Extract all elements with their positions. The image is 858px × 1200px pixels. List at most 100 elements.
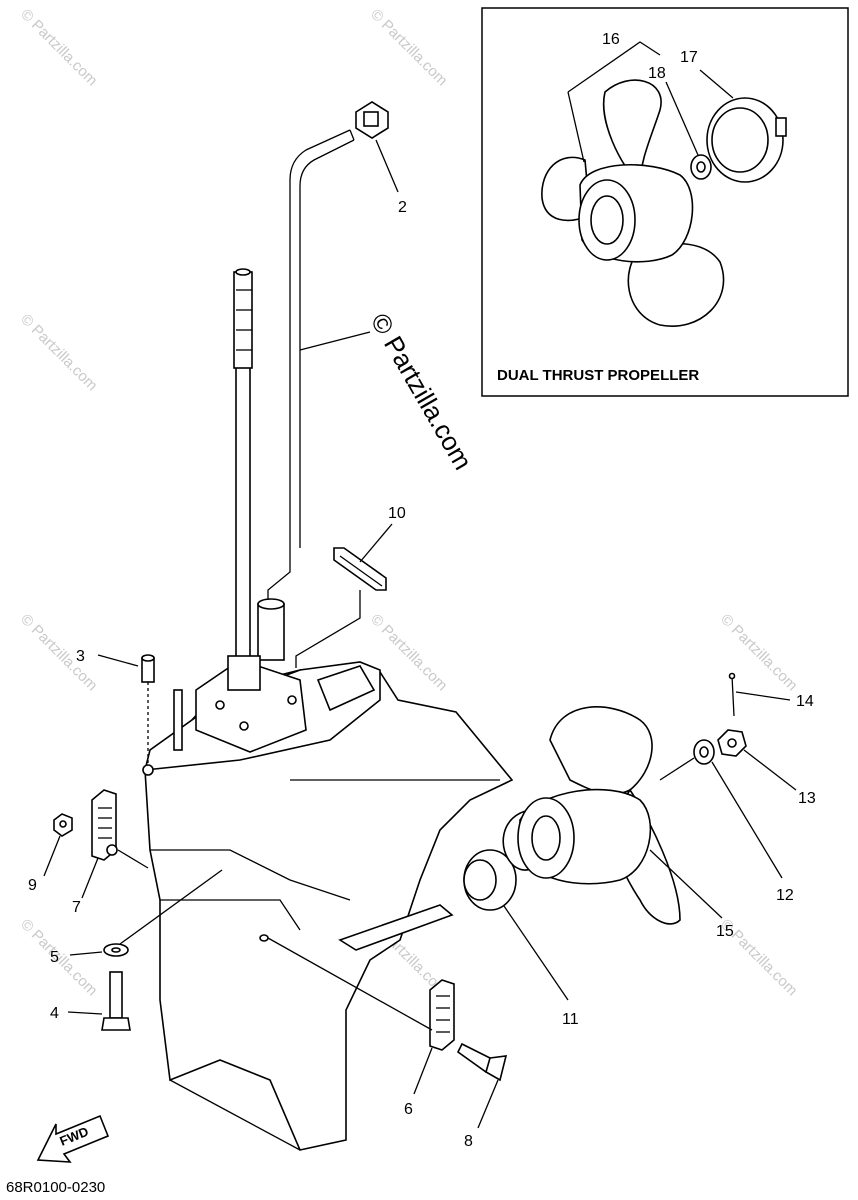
watermark: © Partzilla.com (17, 916, 100, 999)
leader-5 (69, 951, 103, 956)
thrust-ring-17-tab (775, 117, 787, 137)
washer-18-hole (696, 161, 706, 173)
bolt-hole (215, 700, 225, 710)
tube-1-left (289, 129, 351, 548)
callout-12: 12 (776, 887, 794, 904)
seal-area (257, 548, 361, 668)
part-5-washer: 5 (50, 869, 223, 966)
part-7-anode: 7 9 (28, 789, 149, 916)
thrust-ring-11-inner (463, 859, 497, 901)
leader-17 (699, 69, 734, 99)
housing-line (160, 899, 301, 931)
propeller-blade-top (549, 706, 653, 795)
fwd-arrow: FWD (36, 1114, 110, 1163)
leader-8 (477, 1079, 499, 1129)
callout-17: 17 (680, 49, 698, 66)
tube-seal (257, 603, 285, 661)
callout-6: 6 (404, 1101, 413, 1118)
callout-2: 2 (398, 199, 407, 216)
drive-shaft-tip (235, 268, 251, 276)
part-1-tube: © Partzilla.com (289, 129, 479, 548)
cotter-pin-14-eye (728, 672, 736, 680)
guide-5 (119, 869, 223, 945)
callout-3: 3 (76, 648, 85, 665)
grommet-2-hole (363, 111, 379, 127)
watermark: © Partzilla.com (17, 311, 100, 394)
bolt-4-head (101, 1017, 131, 1031)
callout-18: 18 (648, 65, 666, 82)
propeller-shaft (338, 904, 454, 951)
inset-blade-top (602, 79, 662, 187)
leader-13 (743, 749, 797, 791)
watermark: © Partzilla.com (717, 611, 800, 694)
leader-6 (413, 1047, 433, 1095)
dowel-3-top (141, 654, 155, 662)
leader-14 (735, 691, 791, 701)
callout-13: 13 (798, 790, 816, 807)
part-3-dowel: 3 (76, 648, 155, 764)
water-pump-cap (227, 655, 261, 691)
part-6-anode: 6 (267, 937, 455, 1118)
dowel-hole (142, 764, 154, 776)
stud (173, 689, 183, 751)
leader-16 (567, 91, 585, 163)
guide-7 (117, 849, 149, 869)
bolt-4-shank (109, 971, 123, 1019)
drain-hole (259, 934, 269, 942)
lower-unit-housing (142, 655, 514, 1151)
inset-blade-bottom (627, 242, 725, 327)
inset-title: DUAL THRUST PROPELLER (497, 367, 699, 384)
leader-1 (299, 331, 371, 351)
fwd-arrow-shape (36, 1114, 110, 1163)
callout-7: 7 (72, 899, 81, 916)
washer-5-hole (111, 947, 121, 953)
guide-12 (659, 757, 695, 781)
tube-1-right (299, 139, 355, 548)
part-15-propeller: 15 (502, 706, 734, 940)
housing-line (169, 1079, 301, 1151)
watermark: © Partzilla.com (17, 611, 100, 694)
propeller-hub-bore (531, 815, 561, 861)
tube-1-end (349, 129, 355, 141)
guide-10 (295, 590, 361, 668)
leader-11 (503, 905, 569, 1001)
leader-9 (43, 835, 61, 877)
leader-3 (97, 654, 139, 667)
leader-4 (67, 1011, 103, 1015)
tube-guide (267, 548, 291, 600)
bolt-hole (287, 695, 297, 705)
nut-9-hole (59, 820, 67, 828)
inset-blade-left (541, 156, 591, 222)
callout-11: 11 (562, 1011, 579, 1028)
bolt-hole (239, 721, 249, 731)
bracket-16 (567, 41, 661, 93)
callout-8: 8 (464, 1133, 473, 1150)
leader-15 (649, 849, 723, 919)
drive-shaft-spline (233, 271, 253, 369)
leader-2 (375, 139, 399, 193)
callout-14: 14 (796, 693, 814, 710)
part-2-grommet: 2 (355, 101, 407, 216)
part-13-nut: 13 (717, 729, 816, 807)
tube-seal-top (257, 598, 285, 610)
part-8-screw: 8 (456, 1042, 508, 1150)
part-4-bolt: 4 (50, 971, 131, 1031)
thrust-ring-17-inner (711, 107, 769, 173)
inset-dual-thrust: 16 17 18 DUAL THRUST PROPELLER (481, 7, 849, 397)
part-11-thrust-ring: 11 (463, 849, 579, 1028)
nut-13-hole (727, 738, 737, 748)
part-10-plate: 10 (333, 505, 406, 591)
cotter-pin-14 (731, 675, 735, 717)
callout-10: 10 (388, 505, 406, 522)
part-12-washer: 12 (659, 739, 794, 904)
leader-18 (665, 81, 699, 156)
drive-shaft (233, 268, 253, 663)
callout-16: 16 (602, 31, 620, 48)
part-14-cotter-pin: 14 (728, 672, 814, 717)
leader-10 (359, 523, 393, 563)
guide-6 (267, 937, 433, 1031)
washer-12-hole (699, 746, 709, 758)
diagram-code: 68R0100-0230 (6, 1179, 105, 1196)
partzilla-watermark: © Partzilla.com (365, 308, 479, 475)
housing-line (150, 849, 351, 901)
